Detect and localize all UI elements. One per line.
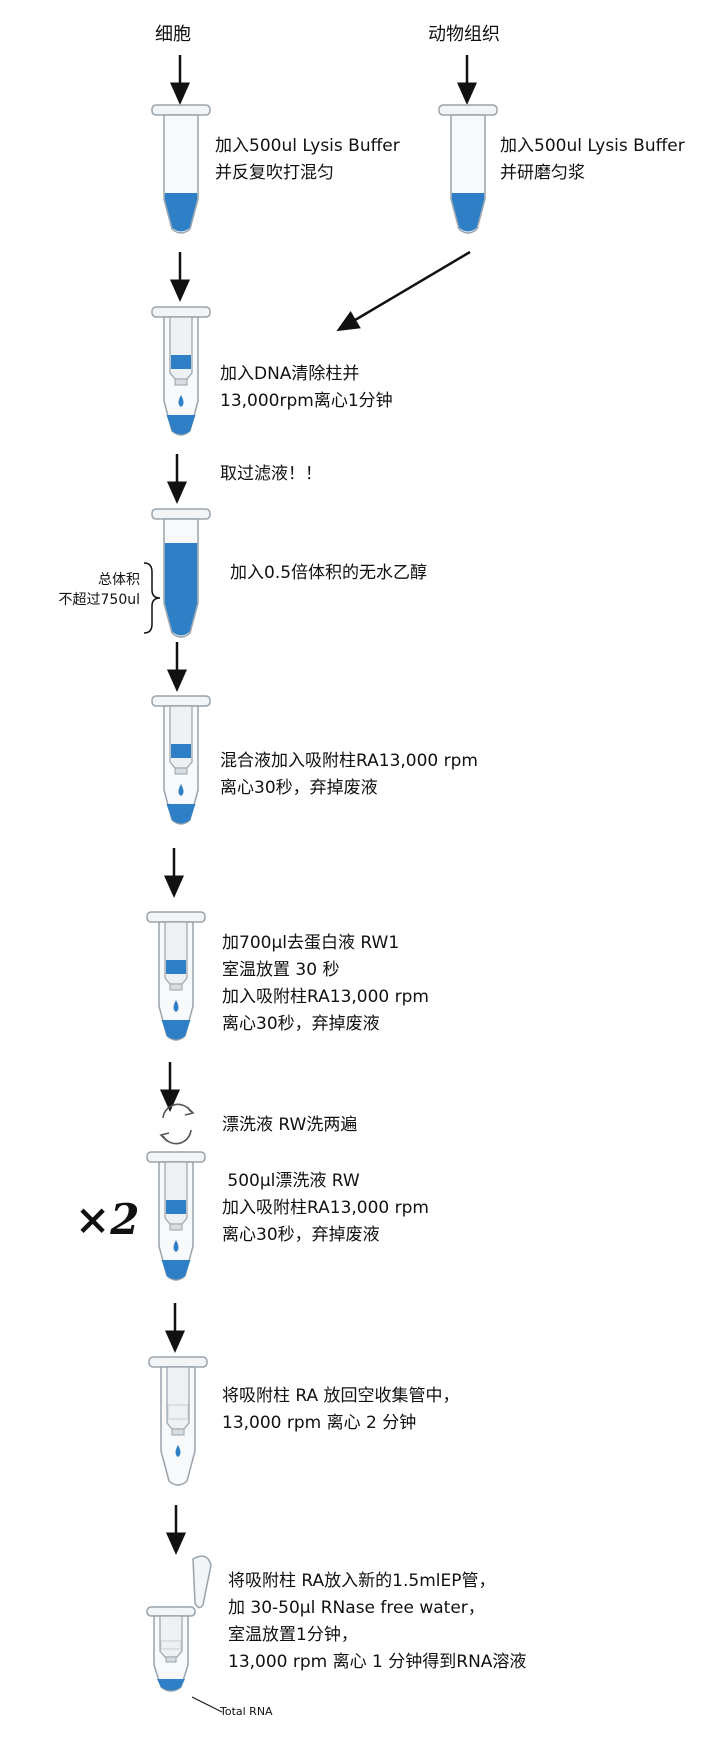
tube-elute-icon	[146, 1555, 212, 1692]
tube-dna-column-icon	[151, 306, 211, 436]
tube-bind-column-icon	[151, 695, 211, 825]
step-lysis-tissue: 加入500ul Lysis Buffer 并研磨匀浆	[500, 136, 685, 183]
total-rna-label: Total RNA	[220, 1705, 273, 1718]
step-lysis-cells: 加入500ul Lysis Buffer 并反复吹打混匀	[215, 136, 400, 183]
volume-brace	[143, 562, 161, 634]
step-ethanol: 加入0.5倍体积的无水乙醇	[230, 563, 428, 583]
volume-note: 总体积 不超过750ul	[58, 572, 140, 608]
step-rw-wash: 漂洗液 RW洗两遍	[222, 1115, 358, 1135]
tube-rw-icon	[146, 1151, 206, 1281]
step-elute: 将吸附柱 RA放入新的1.5mlEP管， 加 30-50µl RNase fre…	[228, 1571, 527, 1672]
source-tissue: 动物组织	[428, 24, 500, 45]
step-take-filtrate: 取过滤液！！	[220, 464, 322, 484]
step-bind-column: 混合液加入吸附柱RA13,000 rpm 离心30秒，弃掉废液	[220, 751, 478, 798]
tube-dry-spin-icon	[148, 1356, 208, 1486]
tube-cells-icon	[151, 104, 211, 234]
source-cells: 细胞	[155, 24, 191, 45]
step-rw: 500µl漂洗液 RW 加入吸附柱RA13,000 rpm 离心30秒，弃掉废液	[222, 1171, 429, 1245]
step-dry-spin: 将吸附柱 RA 放回空收集管中， 13,000 rpm 离心 2 分钟	[222, 1386, 460, 1433]
cycle-icon	[159, 1103, 195, 1145]
tube-tissue-icon	[438, 104, 498, 234]
arrow-tissue-diagonal	[336, 250, 471, 332]
step-rw1: 加700µl去蛋白液 RW1 室温放置 30 秒 加入吸附柱RA13,000 r…	[222, 933, 429, 1034]
tube-rw1-icon	[146, 911, 206, 1041]
step-dna-column: 加入DNA清除柱并 13,000rpm离心1分钟	[220, 364, 393, 411]
tube-ethanol-icon	[151, 508, 211, 638]
repeat-mark: ×2	[75, 1195, 140, 1244]
total-rna-leader	[191, 1696, 223, 1713]
